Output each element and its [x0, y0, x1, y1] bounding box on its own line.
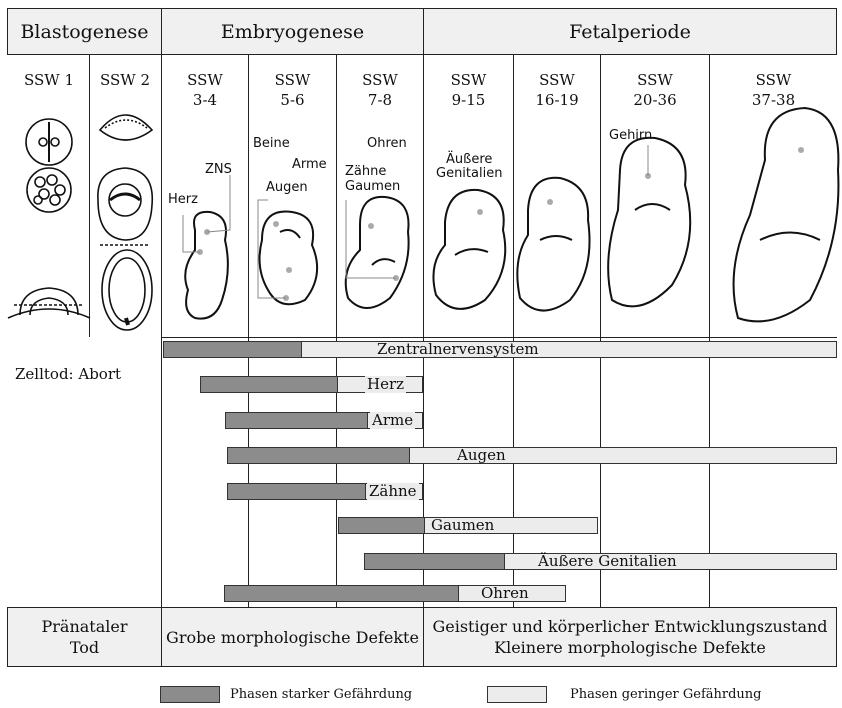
embryo-5-6-icon — [260, 212, 318, 305]
bar-label-arme: Arme — [370, 412, 415, 429]
footer-grobe-defekte: Grobe morphologische Defekte — [161, 607, 424, 667]
legend-label-strong: Phasen starker Gefährdung — [230, 687, 412, 702]
bar-label-genitalien: Äußere Genitalien — [536, 553, 679, 570]
footer-col3-label: Geistiger und körperlicher Entwicklungsz… — [432, 616, 827, 658]
label-zns: ZNS — [205, 163, 232, 177]
bar-herz-dark — [200, 376, 338, 393]
fetus-37-38-icon — [734, 108, 839, 321]
implanted-blastocyst-icon — [98, 168, 152, 240]
footer-praenataler-tod: Pränataler Tod — [7, 607, 162, 667]
label-augen: Augen — [266, 181, 308, 195]
label-arme: Arme — [292, 158, 327, 172]
label-gehirn: Gehirn — [609, 129, 652, 143]
bar-arme-dark — [225, 412, 368, 429]
label-herz: Herz — [168, 193, 198, 207]
bar-label-zns: Zentralnervensystem — [375, 341, 541, 358]
bar-label-augen: Augen — [455, 447, 508, 464]
label-aeussere-genitalien: Äußere Genitalien — [436, 153, 502, 181]
bar-genitalien-dark — [364, 553, 505, 570]
bar-label-ohren: Ohren — [479, 585, 531, 602]
label-ohren: Ohren — [367, 137, 407, 151]
footer-col2-label: Grobe morphologische Defekte — [166, 627, 419, 648]
bar-augen-dark — [227, 447, 410, 464]
embryo-illustrations — [0, 0, 842, 340]
legend-swatch-strong — [160, 686, 220, 703]
legend-label-weak: Phasen geringer Gefährdung — [570, 687, 761, 702]
legend-swatch-weak — [487, 686, 547, 703]
blastocyst-icon — [100, 115, 152, 140]
fetus-16-19-icon — [517, 178, 589, 311]
bar-zaehne-dark — [227, 483, 366, 500]
embryo-7-8-icon — [346, 197, 409, 308]
zelltod-label: Zelltod: Abort — [15, 365, 121, 383]
embryo-3-4-icon — [185, 212, 228, 319]
bar-label-gaumen: Gaumen — [429, 517, 496, 534]
bar-label-herz: Herz — [365, 376, 406, 393]
fetus-20-36-icon — [608, 138, 690, 307]
bar-ohren-dark — [224, 585, 459, 602]
label-gaumen: Gaumen — [345, 180, 400, 194]
label-zaehne: Zähne — [345, 165, 386, 179]
bar-gaumen-dark — [338, 517, 425, 534]
footer-col1-label: Pränataler Tod — [42, 616, 128, 658]
label-beine: Beine — [253, 137, 290, 151]
bar-label-zaehne: Zähne — [367, 483, 419, 500]
bar-zns-dark — [163, 341, 302, 358]
footer-entwicklungszustand: Geistiger und körperlicher Entwicklungsz… — [423, 607, 837, 667]
